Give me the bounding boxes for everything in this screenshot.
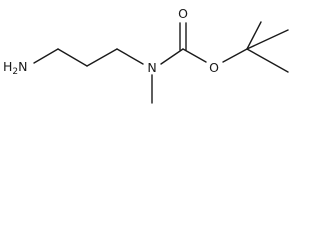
bond-nh2-c1 — [33, 48, 59, 64]
bond-tbu-methyl-top — [246, 21, 262, 50]
atom-label-ester-oxygen: O — [209, 60, 219, 75]
bond-c1-c2 — [57, 48, 88, 67]
bond-tbu-methyl-right — [246, 29, 289, 50]
bond-n-carbonyl — [160, 48, 184, 65]
atom-label-amine: H2N — [3, 59, 28, 77]
bond-c2-c3 — [86, 48, 118, 67]
bond-tbu-methyl-bottom — [246, 48, 289, 73]
bond-ester-o-tbu — [222, 48, 248, 63]
atom-label-amide-nitrogen: N — [147, 60, 156, 75]
bond-carbonyl-ester-o — [182, 48, 207, 63]
bond-c3-n — [116, 48, 144, 65]
atom-label-carbonyl-oxygen: O — [178, 6, 188, 21]
chemical-structure: H2N N O O — [3, 6, 289, 104]
